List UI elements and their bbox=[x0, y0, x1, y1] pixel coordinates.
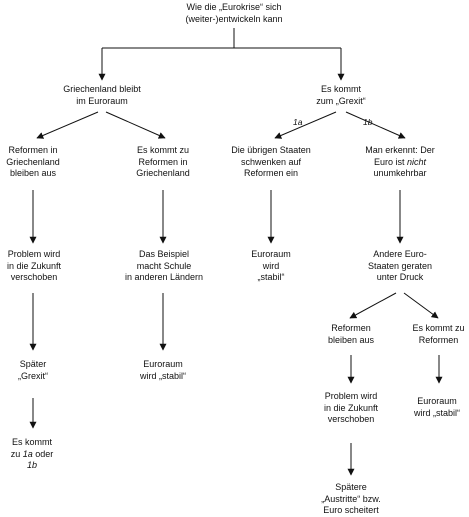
node-reforms-out-gr: Reformen in Griechenland bleiben aus bbox=[6, 145, 60, 178]
node-euro-stable-2: Euroraum wird „stabil“ bbox=[139, 359, 186, 381]
node-euro-stable-3: Euroraum wird „stabil“ bbox=[413, 396, 460, 418]
node-euro-stable-1a: Euroraum wird „stabil“ bbox=[251, 249, 291, 282]
edge-grexit-right bbox=[345, 111, 406, 139]
node-greece-stays: Griechenland bleibt im Euroraum bbox=[63, 84, 141, 106]
node-euro-not-irreversible: Man erkennt: Der Euro ist nicht unumkehr… bbox=[365, 145, 435, 178]
edge-label-1b: 1b bbox=[363, 117, 373, 127]
edge-gr-right bbox=[105, 111, 166, 139]
edge-gr-left bbox=[36, 111, 99, 139]
edge-pressure-left bbox=[349, 292, 397, 319]
node-others-pressure: Andere Euro- Staaten geraten unter Druck bbox=[367, 249, 433, 282]
node-root: Wie die „Eurokrise“ sich (weiter-)entwic… bbox=[185, 2, 283, 24]
edge-pressure-right bbox=[403, 292, 439, 319]
edge-label-1a: 1a bbox=[293, 117, 303, 127]
node-problem-postponed-2: Problem wird in die Zukunft verschoben bbox=[323, 391, 379, 424]
node-example-spreads: Das Beispiel macht Schule in anderen Län… bbox=[124, 249, 204, 282]
node-reforms-in-2: Es kommt zu Reformen bbox=[412, 323, 465, 345]
node-reforms-in-gr: Es kommt zu Reformen in Griechenland bbox=[136, 145, 190, 178]
node-later-grexit: Später „Grexit“ bbox=[18, 359, 48, 381]
edge-grexit-left bbox=[274, 111, 337, 139]
node-grexit: Es kommt zum „Grexit“ bbox=[316, 84, 366, 106]
node-problem-postponed-1: Problem wird in die Zukunft verschoben bbox=[6, 249, 62, 282]
node-later-exits: Spätere „Austritte“ bzw. Euro scheitert bbox=[321, 482, 381, 515]
node-reforms-out-2: Reformen bleiben aus bbox=[327, 323, 375, 345]
node-comes-to-1a-1b: Es kommt zu 1a oder 1b bbox=[10, 437, 54, 470]
node-others-reform: Die übrigen Staaten schwenken auf Reform… bbox=[231, 145, 311, 178]
